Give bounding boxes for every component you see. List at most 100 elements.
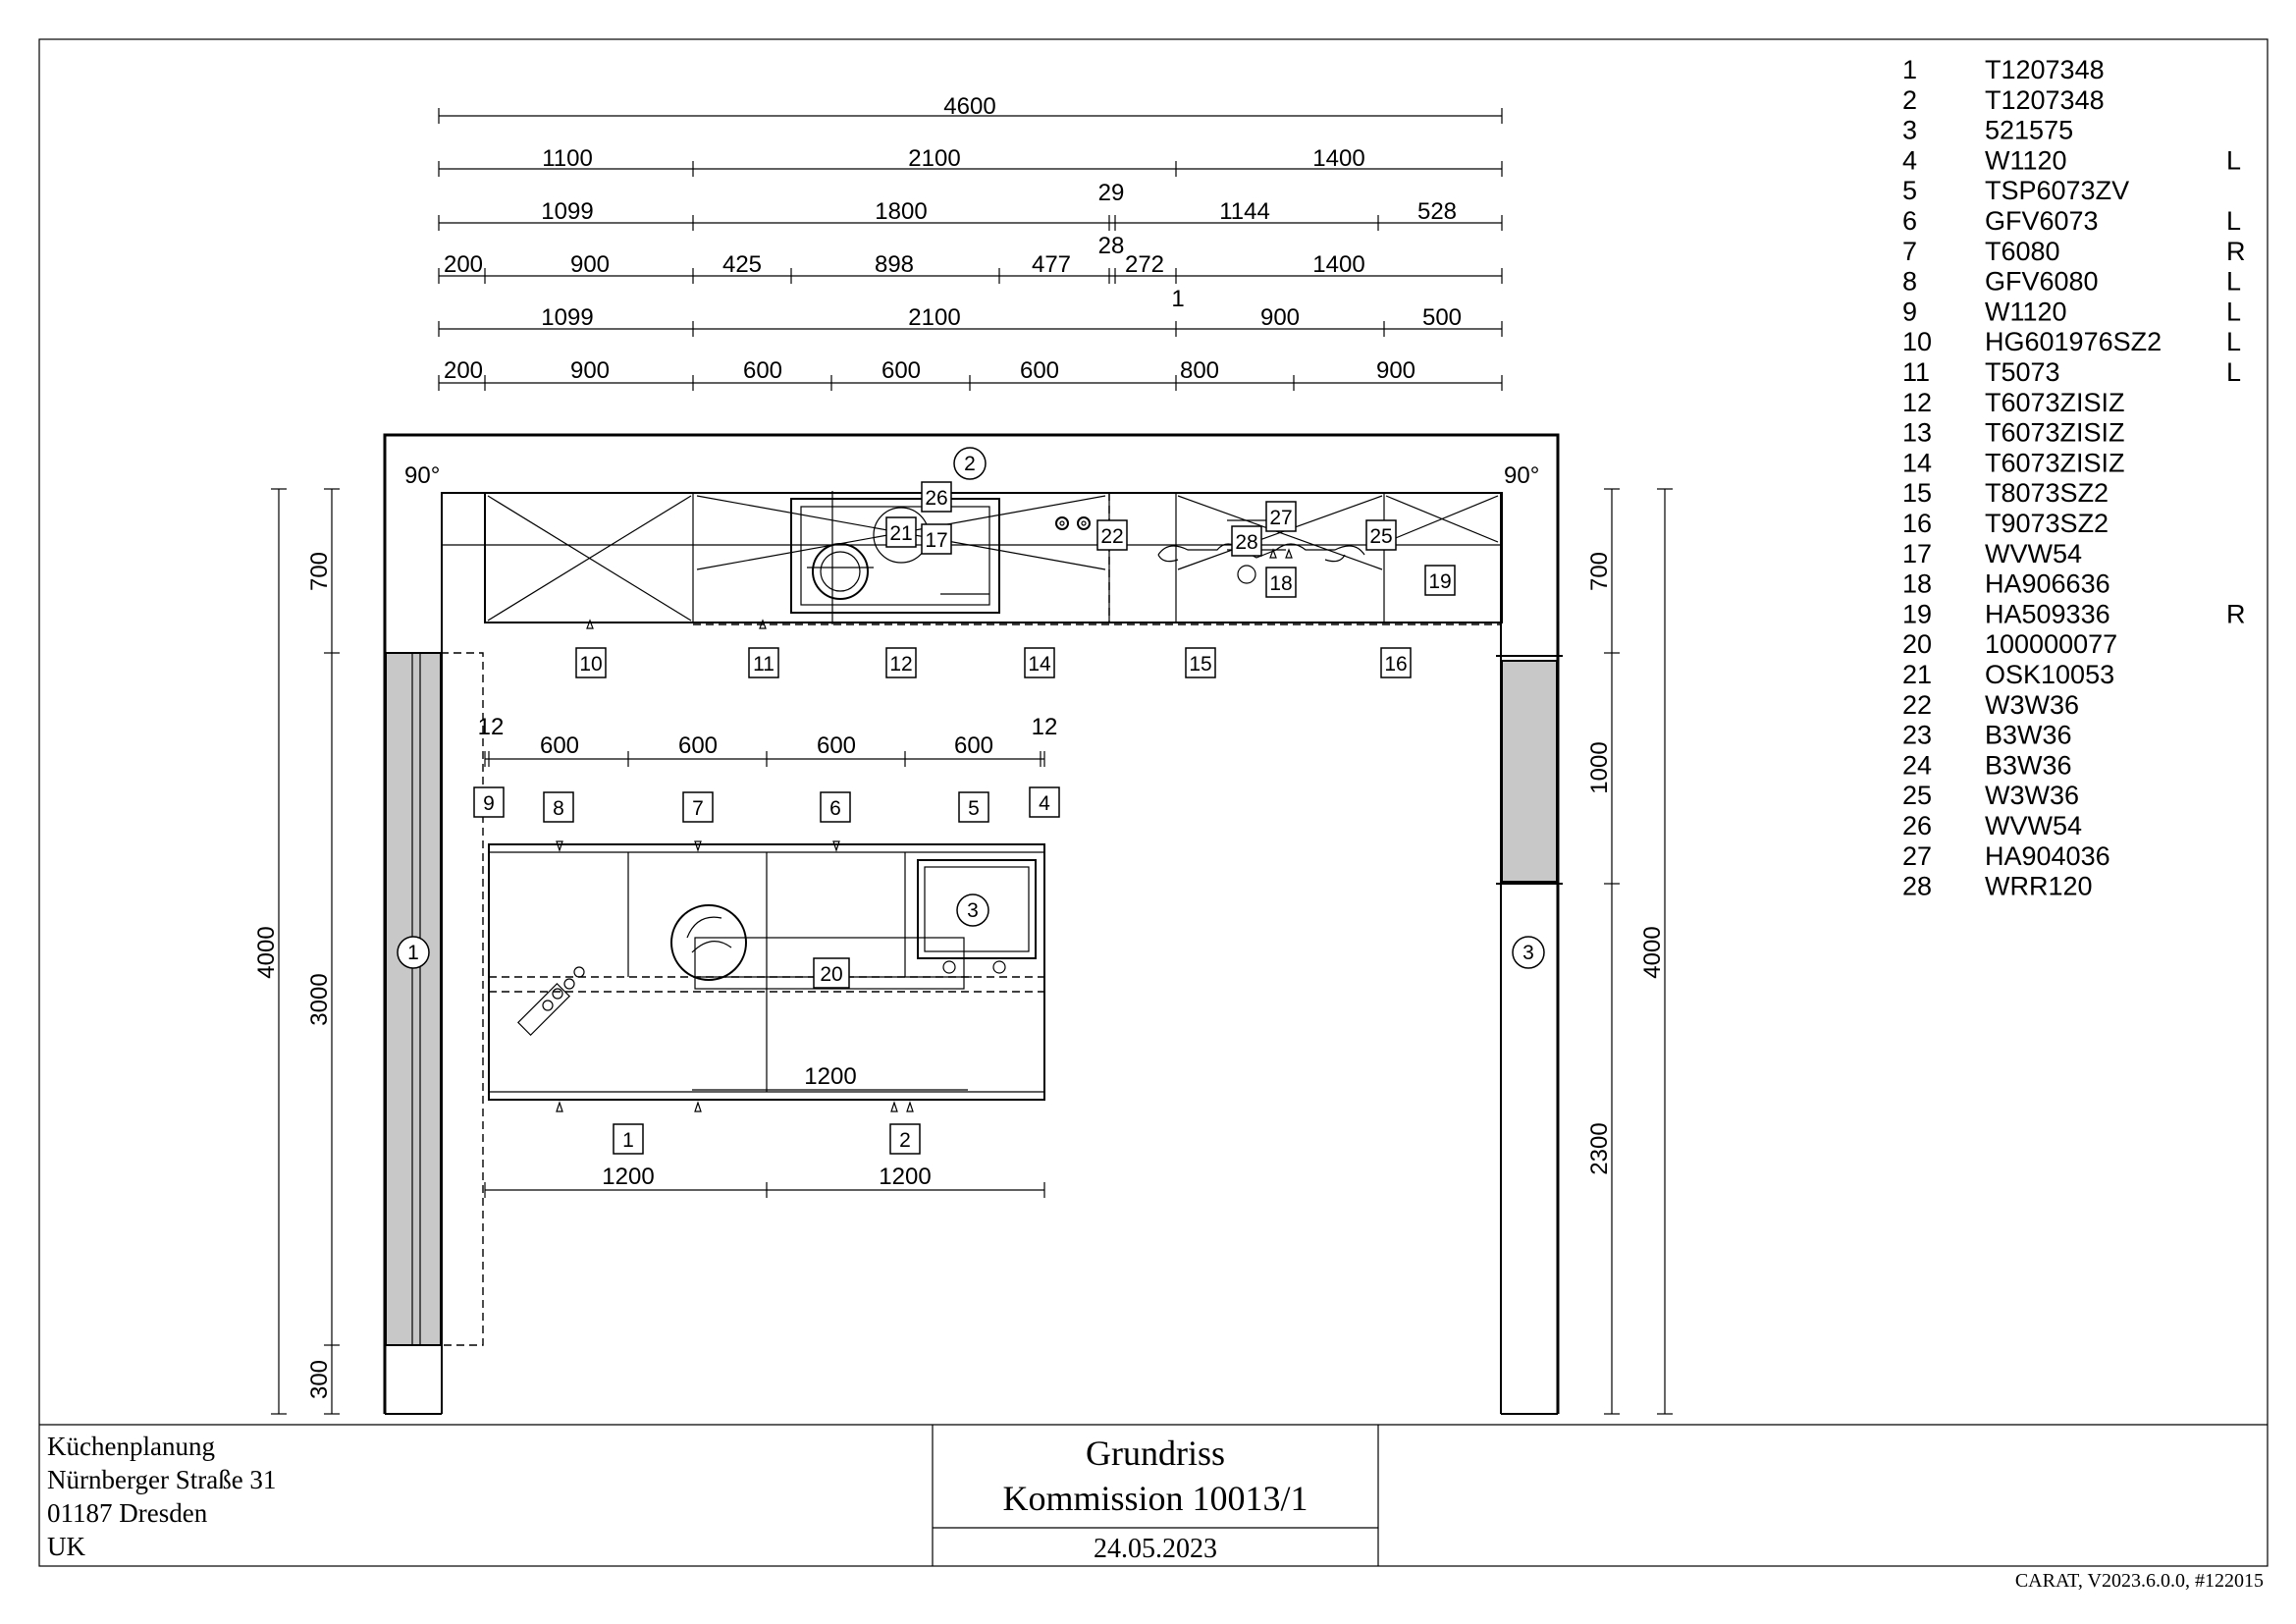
dim-898: 898 [875,251,914,278]
company-line-4: UK [47,1532,85,1561]
legend-number: 28 [1902,872,1932,901]
dim-right-1000: 1000 [1586,741,1613,793]
label-9: 9 [473,786,505,818]
dim-477: 477 [1032,251,1071,278]
legend-hinge-side: L [2226,297,2241,326]
label-4: 4 [1029,786,1060,818]
label-22: 22 [1096,519,1128,551]
label-19: 19 [1424,565,1456,596]
legend-number: 21 [1902,660,1932,689]
legend-number: 3 [1902,116,1917,145]
label-28: 28 [1231,525,1262,557]
dim-island-12-left: 12 [478,714,505,740]
dim-left-700: 700 [306,552,333,591]
software-footer: CARAT, V2023.6.0.0, #122015 [2015,1570,2264,1592]
legend-article-code: T1207348 [1985,85,2105,115]
label-7: 7 [682,791,714,823]
svg-text:17: 17 [925,529,947,552]
svg-text:8: 8 [553,797,564,820]
circle-label-1: 1 [397,936,430,969]
dim-1099-a: 1099 [541,198,593,225]
legend-article-code: T6073ZISIZ [1985,388,2125,417]
dim-island-bottom-1200-b: 1200 [879,1164,931,1190]
legend-article-code: WRR120 [1985,872,2093,901]
legend-article-code: T1207348 [1985,55,2105,84]
label-16: 16 [1380,647,1412,678]
company-line-1: Küchenplanung [47,1432,215,1461]
label-27: 27 [1265,501,1297,532]
label-12: 12 [885,647,917,678]
dim-1400: 1400 [1312,145,1364,172]
top-dimensions: 4600 1100 2100 1400 1099 1800 29 1144 52… [438,93,1503,391]
dim-200-b: 200 [444,357,483,384]
legend-hinge-side: L [2226,327,2241,356]
legend-hinge-side: L [2226,206,2241,236]
commission-number: Kommission 10013/1 [1002,1479,1308,1518]
legend-number: 15 [1902,478,1932,508]
svg-text:9: 9 [483,792,495,815]
legend-hinge-side: R [2226,237,2246,266]
dim-900-d: 900 [1376,357,1415,384]
svg-text:26: 26 [925,487,947,510]
dim-island-12-right: 12 [1032,714,1058,740]
legend-number: 11 [1902,357,1930,387]
svg-text:2: 2 [899,1129,911,1152]
legend-number: 26 [1902,811,1932,840]
title-block: Küchenplanung Nürnberger Straße 31 01187… [39,1424,2268,1566]
legend-article-code: HA904036 [1985,841,2110,871]
dim-island-600-b: 600 [678,732,718,759]
legend-article-code: HG601976SZ2 [1985,327,2162,356]
svg-text:4: 4 [1039,792,1050,815]
dim-600-b: 600 [881,357,921,384]
svg-text:1: 1 [407,942,419,964]
label-17: 17 [921,523,952,555]
legend-hinge-side: L [2226,267,2241,297]
dim-2100: 2100 [908,145,960,172]
legend-number: 10 [1902,327,1932,356]
label-8: 8 [543,791,574,823]
svg-text:11: 11 [753,653,774,676]
legend-article-code: OSK10053 [1985,660,2114,689]
circle-label-3-sink: 3 [956,893,989,927]
legend-number: 4 [1902,145,1917,175]
svg-text:5: 5 [968,797,980,820]
svg-text:18: 18 [1269,572,1292,595]
back-wall-cabinets [442,491,1503,629]
dim-1100: 1100 [542,145,593,172]
dim-right-4000: 4000 [1639,926,1666,978]
label-14: 14 [1024,647,1055,678]
label-6: 6 [820,791,851,823]
legend-number: 20 [1902,629,1932,659]
legend-number: 16 [1902,509,1932,538]
label-26: 26 [921,481,952,513]
dim-1400-b: 1400 [1312,251,1364,278]
drawing-title: Grundriss [1086,1434,1225,1473]
dim-right-700: 700 [1586,552,1613,591]
legend-article-code: 521575 [1985,116,2073,145]
legend-number: 13 [1902,418,1932,448]
legend-article-code: B3W36 [1985,721,2072,750]
legend-number: 18 [1902,569,1932,599]
legend-row: 28 WRR120 [1902,872,2093,901]
label-10: 10 [575,647,607,678]
legend-hinge-side: R [2226,599,2246,628]
legend-number: 7 [1902,237,1917,266]
dim-272: 272 [1125,251,1164,278]
legend-article-code: TSP6073ZV [1985,176,2129,205]
svg-text:3: 3 [1522,942,1534,964]
dim-500: 500 [1422,304,1462,331]
svg-text:7: 7 [692,797,704,820]
legend-number: 19 [1902,599,1932,628]
svg-text:22: 22 [1100,525,1123,548]
